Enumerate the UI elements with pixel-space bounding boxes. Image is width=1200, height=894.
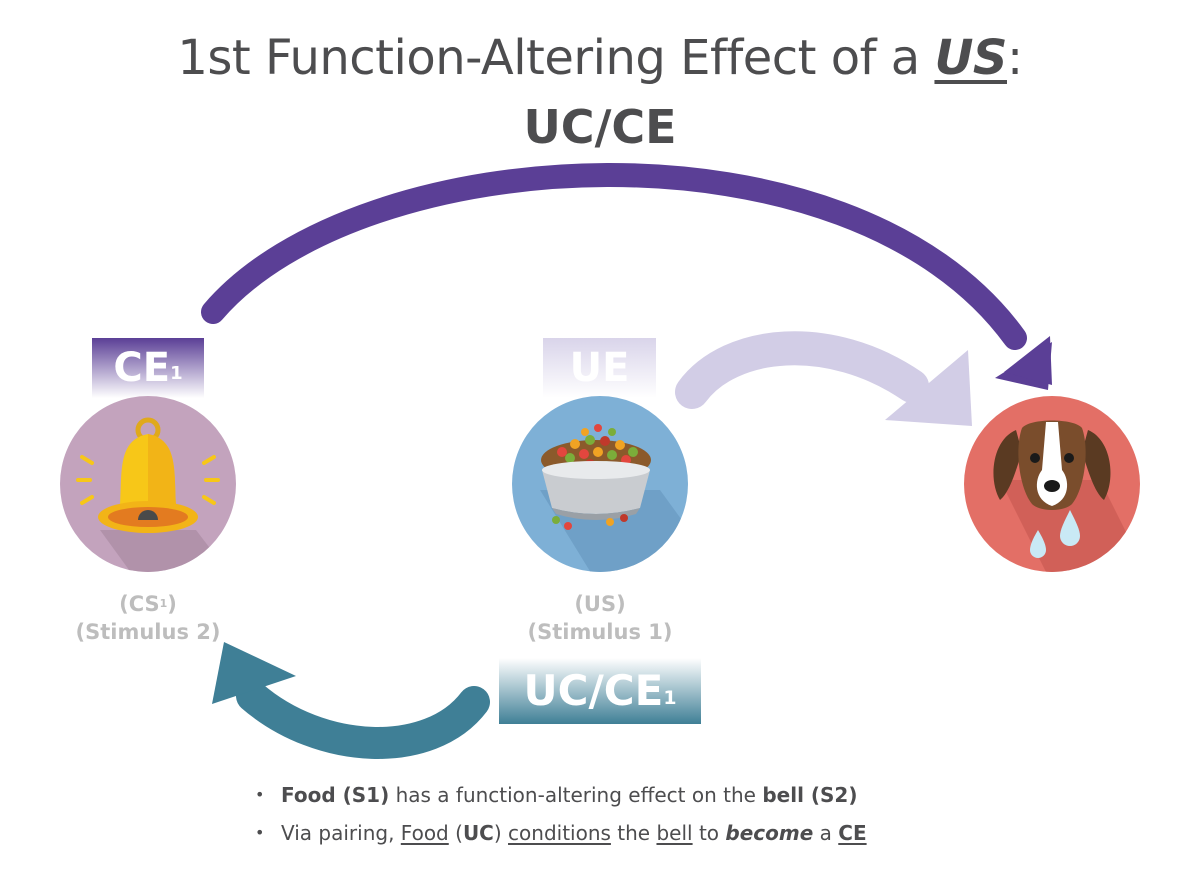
ce-badge-bg [92, 338, 204, 398]
crying-dog-icon [964, 396, 1140, 572]
ucce-badge-bg [499, 658, 701, 724]
ce-arrow [201, 163, 1052, 390]
bell-stimulus-label: (CS1) (Stimulus 2) [75, 592, 221, 644]
dog-food-bowl-icon [512, 396, 688, 572]
page-subtitle: UC/CE [523, 100, 677, 154]
bullet-list: • Food (S1) has a function-altering effe… [255, 776, 1015, 852]
page-title: 1st Function-Altering Effect of a US: [177, 30, 1023, 86]
ue-arrow [675, 331, 972, 426]
ce-badge: CE1 [113, 345, 183, 391]
bullet-item-2: • Via pairing, Food (UC) conditions the … [255, 821, 867, 845]
ucce-badge: UC/CE1 [523, 666, 677, 715]
ucce-arrow [212, 642, 490, 759]
bell-icon [60, 396, 236, 572]
ue-badge-bg [543, 338, 656, 398]
ue-badge: UE [569, 345, 630, 391]
title-us: US [934, 30, 1007, 86]
food-stimulus-label: (US) (Stimulus 1) [527, 592, 673, 644]
bullet-item-1: • Food (S1) has a function-altering effe… [255, 783, 858, 807]
